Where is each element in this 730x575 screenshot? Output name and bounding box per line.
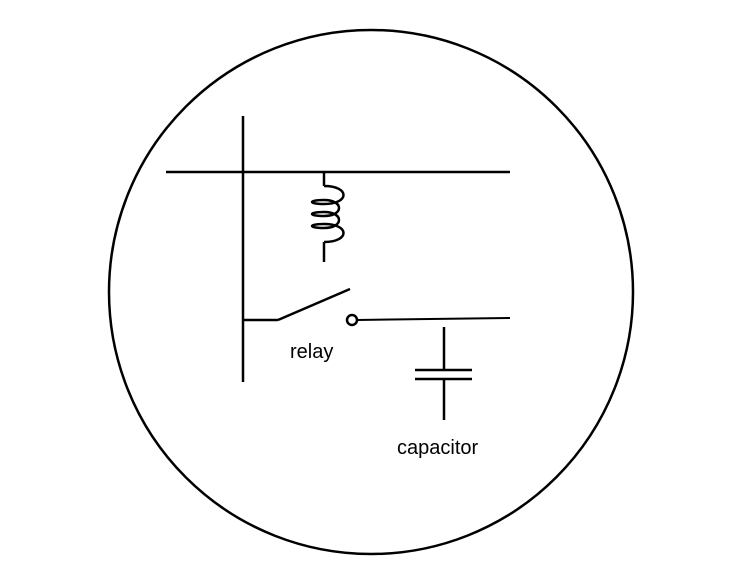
relay-contact-terminal [345,313,359,327]
capacitor-label: capacitor [397,437,478,459]
capacitor-symbol [415,327,472,420]
boundary-circle [107,28,635,556]
relay-label: relay [290,341,333,363]
relay-coil-inductor [310,172,345,262]
relay-switch [243,287,511,327]
